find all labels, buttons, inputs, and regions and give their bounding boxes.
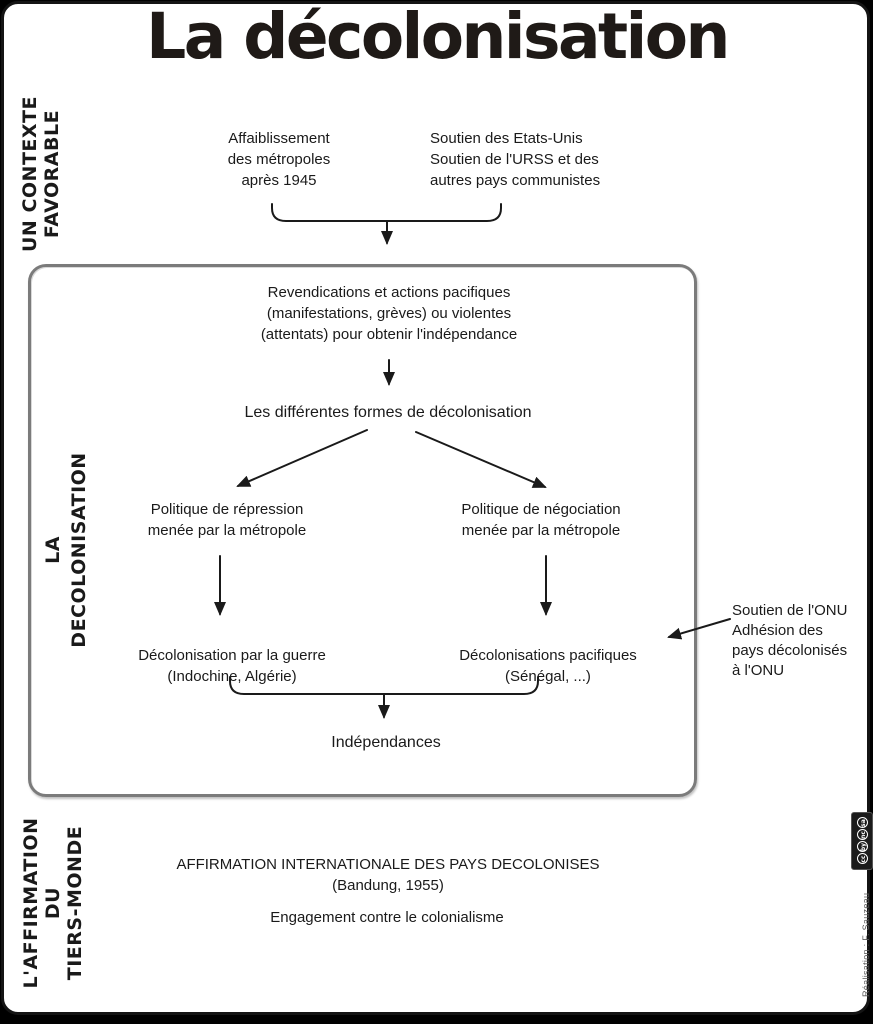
credit-text: Réalisation : F. Sauzeau (861, 892, 871, 997)
node-engagement: Engagement contre le colonialisme (270, 909, 504, 926)
node-independances: Indépendances (331, 734, 441, 751)
node-onu-note: Soutien de l'ONU Adhésion des pays décol… (732, 602, 848, 679)
by-icon: by (856, 841, 868, 853)
section-label-context: UN CONTEXTE FAVORABLE (19, 96, 63, 252)
node-affaiblissement: Affaiblissement des métropoles après 194… (227, 130, 331, 189)
node-soutien-etats: Soutien des Etats-Unis Soutien de l'URSS… (430, 130, 601, 189)
cc-icon: cc (856, 853, 868, 865)
node-formes: Les différentes formes de décolonisation (244, 404, 532, 421)
node-revendications: Revendications et actions pacifiques (ma… (260, 284, 518, 343)
nc-icon: nc (856, 829, 868, 841)
node-pacifiques: Décolonisations pacifiques (Sénégal, ...… (459, 647, 637, 685)
node-affirmation-internationale: AFFIRMATION INTERNATIONALE DES PAYS DECO… (176, 856, 600, 894)
node-repression: Politique de répression menée par la mét… (147, 501, 307, 539)
decolonisation-box (28, 264, 697, 797)
sa-icon: sa (856, 817, 868, 829)
node-guerre: Décolonisation par la guerre (Indochine,… (138, 647, 326, 685)
section-label-tiers-monde: L'AFFIRMATION DU TIERS-MONDE (20, 817, 86, 989)
node-negociation: Politique de négociation menée par la mé… (461, 501, 621, 539)
page-title: La décolonisation (146, 0, 730, 73)
cc-license-badge: cc by nc sa (851, 812, 873, 870)
